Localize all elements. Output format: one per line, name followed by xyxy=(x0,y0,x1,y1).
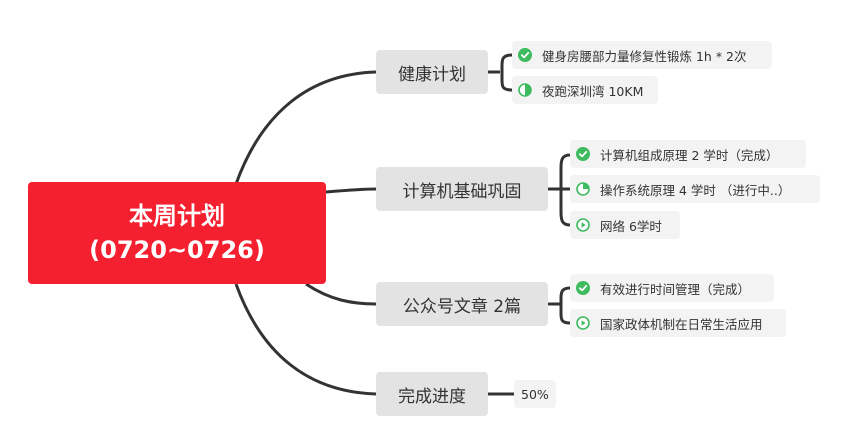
task-text: 健身房腰部力量修复性锻炼 1h * 2次 xyxy=(542,48,747,64)
task-computer-organization[interactable]: 计算机组成原理 2 学时（完成） xyxy=(570,140,806,168)
task-night-run[interactable]: 夜跑深圳湾 10KM xyxy=(512,76,658,104)
task-government-system-article[interactable]: 国家政体机制在日常生活应用 xyxy=(570,309,786,337)
half-circle-icon xyxy=(518,83,532,97)
check-circle-icon xyxy=(576,281,590,295)
task-operating-systems[interactable]: 操作系统原理 4 学时 （进行中..） xyxy=(570,175,820,203)
play-circle-icon xyxy=(576,218,590,232)
progress-value[interactable]: 50% xyxy=(514,380,556,408)
branch-label: 健康计划 xyxy=(398,64,466,85)
root-title: 本周计划 xyxy=(129,202,225,230)
check-circle-icon xyxy=(518,48,532,62)
branch-cs-fundamentals[interactable]: 计算机基础巩固 xyxy=(376,167,548,211)
task-text: 网络 6学时 xyxy=(600,218,662,234)
task-text: 操作系统原理 4 学时 （进行中..） xyxy=(600,182,791,198)
quarter-pie-icon xyxy=(576,182,590,196)
task-text: 计算机组成原理 2 学时（完成） xyxy=(600,147,779,163)
branch-health-plan[interactable]: 健康计划 xyxy=(376,50,488,94)
task-gym-core-workout[interactable]: 健身房腰部力量修复性锻炼 1h * 2次 xyxy=(512,41,772,69)
task-networking[interactable]: 网络 6学时 xyxy=(570,211,680,239)
root-topic[interactable]: 本周计划 (0720~0726) xyxy=(28,182,326,284)
branch-label: 公众号文章 2篇 xyxy=(402,296,522,317)
root-date-range: (0720~0726) xyxy=(89,236,265,264)
branch-label: 计算机基础巩固 xyxy=(402,181,522,202)
progress-text: 50% xyxy=(521,386,549,402)
check-circle-icon xyxy=(576,147,590,161)
branch-label: 完成进度 xyxy=(398,386,466,407)
task-text: 国家政体机制在日常生活应用 xyxy=(600,316,763,332)
branch-progress[interactable]: 完成进度 xyxy=(376,372,488,416)
play-circle-icon xyxy=(576,316,590,330)
task-time-management-article[interactable]: 有效进行时间管理（完成） xyxy=(570,274,774,302)
branch-wechat-articles[interactable]: 公众号文章 2篇 xyxy=(376,282,548,326)
task-text: 夜跑深圳湾 10KM xyxy=(542,83,644,99)
task-text: 有效进行时间管理（完成） xyxy=(600,281,751,297)
